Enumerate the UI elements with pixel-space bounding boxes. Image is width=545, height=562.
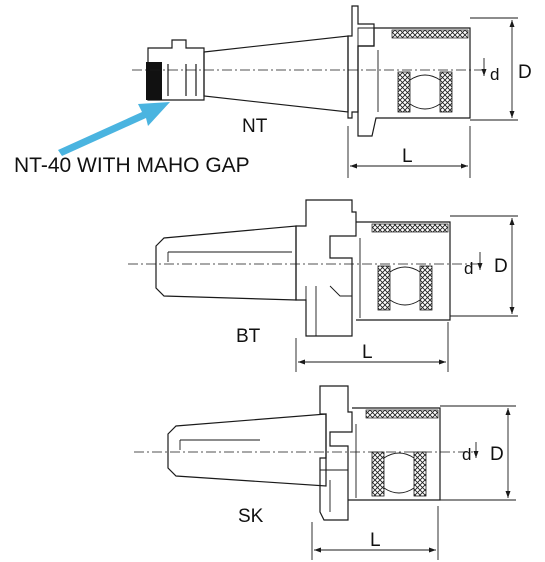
nt-taper [203, 35, 349, 113]
nt-type-label: NT [242, 116, 268, 137]
nt-flange [347, 5, 375, 119]
bt-type-label: BT [236, 326, 261, 347]
nt-bore-label: d [490, 65, 499, 84]
bt-taper [155, 225, 297, 301]
sk-taper [167, 413, 327, 487]
nt-collet-nut [357, 27, 471, 137]
maho-gap-callout: NT-40 WITH MAHO GAP [14, 154, 250, 177]
sk-collet-nut [348, 407, 441, 501]
bt-diameter-label: D [494, 256, 508, 277]
nt-length-label: L [402, 146, 413, 167]
bt-bore-label: d [464, 259, 473, 278]
sk-length-label: L [370, 530, 381, 551]
sk-tool-holder [134, 385, 516, 560]
sk-flange [319, 385, 353, 521]
bt-length-label: L [362, 342, 373, 363]
bt-collet-nut [356, 221, 451, 321]
sk-bore-label: d [462, 445, 471, 464]
bt-flange [295, 199, 357, 337]
nt-diameter-label: D [518, 62, 532, 83]
maho-gap-arrow-icon [58, 102, 170, 156]
bt-tool-holder [128, 199, 518, 372]
nt-retention-knob [146, 39, 205, 101]
sk-diameter-label: D [490, 444, 504, 465]
nt-tool-holder [132, 5, 518, 178]
sk-type-label: SK [238, 506, 264, 527]
